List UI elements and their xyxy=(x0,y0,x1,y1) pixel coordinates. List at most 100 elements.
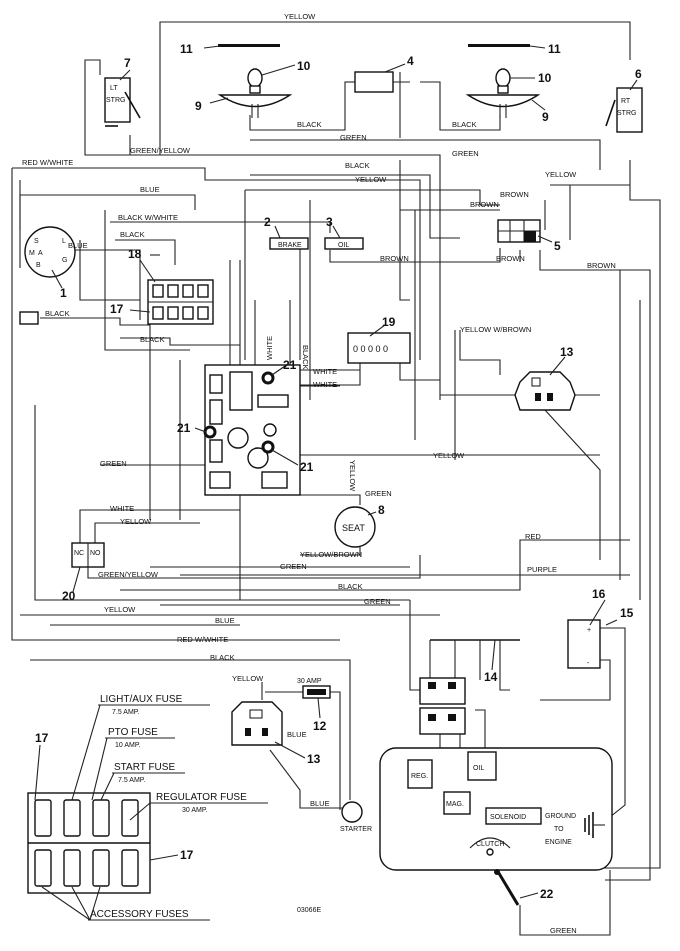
brake-indicator: BRAKE xyxy=(269,237,309,250)
wire-label: BLACK xyxy=(338,582,363,591)
wire-label: WHITE xyxy=(110,504,134,513)
fuse-30amp: 30 AMP xyxy=(297,678,331,699)
wire-label: BLUE xyxy=(68,241,88,250)
callout-4: 4 xyxy=(407,54,414,68)
wire-label: RED W/WHITE xyxy=(22,158,73,167)
callout-lines xyxy=(51,45,638,899)
ign-a: A xyxy=(38,250,43,257)
wire-label: BROWN xyxy=(380,254,409,263)
callout-18: 18 xyxy=(128,247,142,261)
wire-label: BLACK xyxy=(120,230,145,239)
callout-12: 12 xyxy=(313,719,327,733)
wire-label: GREEN xyxy=(364,597,391,606)
callout-16: 16 xyxy=(592,587,606,601)
wire-label: BROWN xyxy=(470,200,499,209)
battery-plus: + xyxy=(587,627,591,634)
ignition-switch: S L M A B G xyxy=(24,226,76,278)
clutch-connector xyxy=(494,869,520,906)
light-relay xyxy=(345,71,410,100)
wire-label: BLACK xyxy=(297,120,322,129)
callout-10-right: 10 xyxy=(538,71,552,85)
callout-21-right: 21 xyxy=(300,460,314,474)
callout-13-bottom: 13 xyxy=(307,752,321,766)
engine-oil-label: OIL xyxy=(473,765,484,772)
rt-strg-label-2: STRG xyxy=(617,110,636,117)
callout-14: 14 xyxy=(484,670,498,684)
wire-label: GREEN xyxy=(100,459,127,468)
rt-strg-switch: RT STRG xyxy=(605,87,643,133)
callout-17-legend-top: 17 xyxy=(35,731,49,745)
mag-label: MAG. xyxy=(446,801,464,808)
wire-label: PURPLE xyxy=(527,565,557,574)
wire-label: YELLOW xyxy=(433,451,465,460)
callout-6: 6 xyxy=(635,67,642,81)
light-aux-fuse-amp: 7.5 AMP. xyxy=(112,709,140,716)
wire-label: WHITE xyxy=(313,367,337,376)
callout-22: 22 xyxy=(540,887,554,901)
callout-5: 5 xyxy=(554,239,561,253)
wire-label: YELLOW xyxy=(120,517,152,526)
wire-label: BROWN xyxy=(587,261,616,270)
callout-9-right: 9 xyxy=(542,110,549,124)
fuse-row-bottom xyxy=(34,849,139,887)
wire-label: BLUE xyxy=(310,799,330,808)
starter-motor: STARTER xyxy=(340,801,372,833)
ign-l: L xyxy=(62,238,66,245)
ground-label-2: TO xyxy=(554,826,564,833)
fuse-30amp-label: 30 AMP xyxy=(297,678,322,685)
rt-strg-label-1: RT xyxy=(621,98,631,105)
callout-8: 8 xyxy=(378,503,385,517)
wire-label: GREEN xyxy=(550,926,577,935)
callout-10-left: 10 xyxy=(297,59,311,73)
engine-block: REG. OIL MAG. SOLENOID GROUND TO ENGINE … xyxy=(379,747,613,871)
wire-label: BLACK xyxy=(345,161,370,170)
callout-11-right: 11 xyxy=(548,42,561,56)
wire-label: RED xyxy=(525,532,541,541)
pto-fuse-amp: 10 AMP. xyxy=(115,742,141,749)
battery: + - xyxy=(567,619,601,669)
ign-b: B xyxy=(36,262,41,269)
drawing-number: 03066E xyxy=(297,907,321,914)
wire-label: BLUE xyxy=(140,185,160,194)
oil-indicator: OIL xyxy=(324,237,364,250)
wire-label: YELLOW xyxy=(284,12,316,21)
wire-label: BLACK xyxy=(45,309,70,318)
wire-label: YELLOW xyxy=(545,170,577,179)
callout-11-left: 11 xyxy=(180,42,193,56)
lt-strg-switch: LT STRG xyxy=(104,77,141,127)
connector-5 xyxy=(497,219,541,243)
hour-meter-digits: 0 0 0 0 0 xyxy=(353,344,388,354)
callout-3: 3 xyxy=(326,215,333,229)
wire-label: GREEN xyxy=(280,562,307,571)
callout-21-left: 21 xyxy=(177,421,191,435)
wire-label: BLUE xyxy=(215,616,235,625)
light-bar-left xyxy=(218,44,280,47)
callout-17-top: 17 xyxy=(110,302,124,316)
wire-label: GREEN xyxy=(452,149,479,158)
wires xyxy=(11,21,661,936)
starter-label: STARTER xyxy=(340,826,372,833)
wire-label: BROWN xyxy=(496,254,525,263)
wire-label: YELLOW/BROWN xyxy=(300,550,362,559)
wire-label: GREEN/YELLOW xyxy=(130,146,191,155)
regulator-fuse-amp: 30 AMP. xyxy=(182,807,208,814)
callout-20: 20 xyxy=(62,589,76,603)
headlight-left xyxy=(217,68,293,118)
regulator-fuse-label: REGULATOR FUSE xyxy=(156,792,247,803)
light-bar-right xyxy=(468,44,530,47)
wire-label: YELLOW xyxy=(232,674,264,683)
wire-label: BLACK xyxy=(452,120,477,129)
wire-label: BLACK xyxy=(301,345,310,370)
clutch-label: CLUTCH xyxy=(476,841,504,848)
wire-label: RED W/WHITE xyxy=(177,635,228,644)
callout-17-legend-bottom: 17 xyxy=(180,848,194,862)
wire-label: BLACK W/WHITE xyxy=(118,213,178,222)
callout-numbers: 7 6 11 11 10 10 9 9 4 2 3 5 1 18 17 19 1… xyxy=(35,42,642,901)
callout-13-top: 13 xyxy=(560,345,574,359)
seat-label: SEAT xyxy=(342,523,365,533)
ground-label-3: ENGINE xyxy=(545,839,572,846)
wire-label: BLUE xyxy=(287,730,307,739)
lt-strg-label-2: STRG xyxy=(106,97,125,104)
central-board xyxy=(203,364,301,496)
